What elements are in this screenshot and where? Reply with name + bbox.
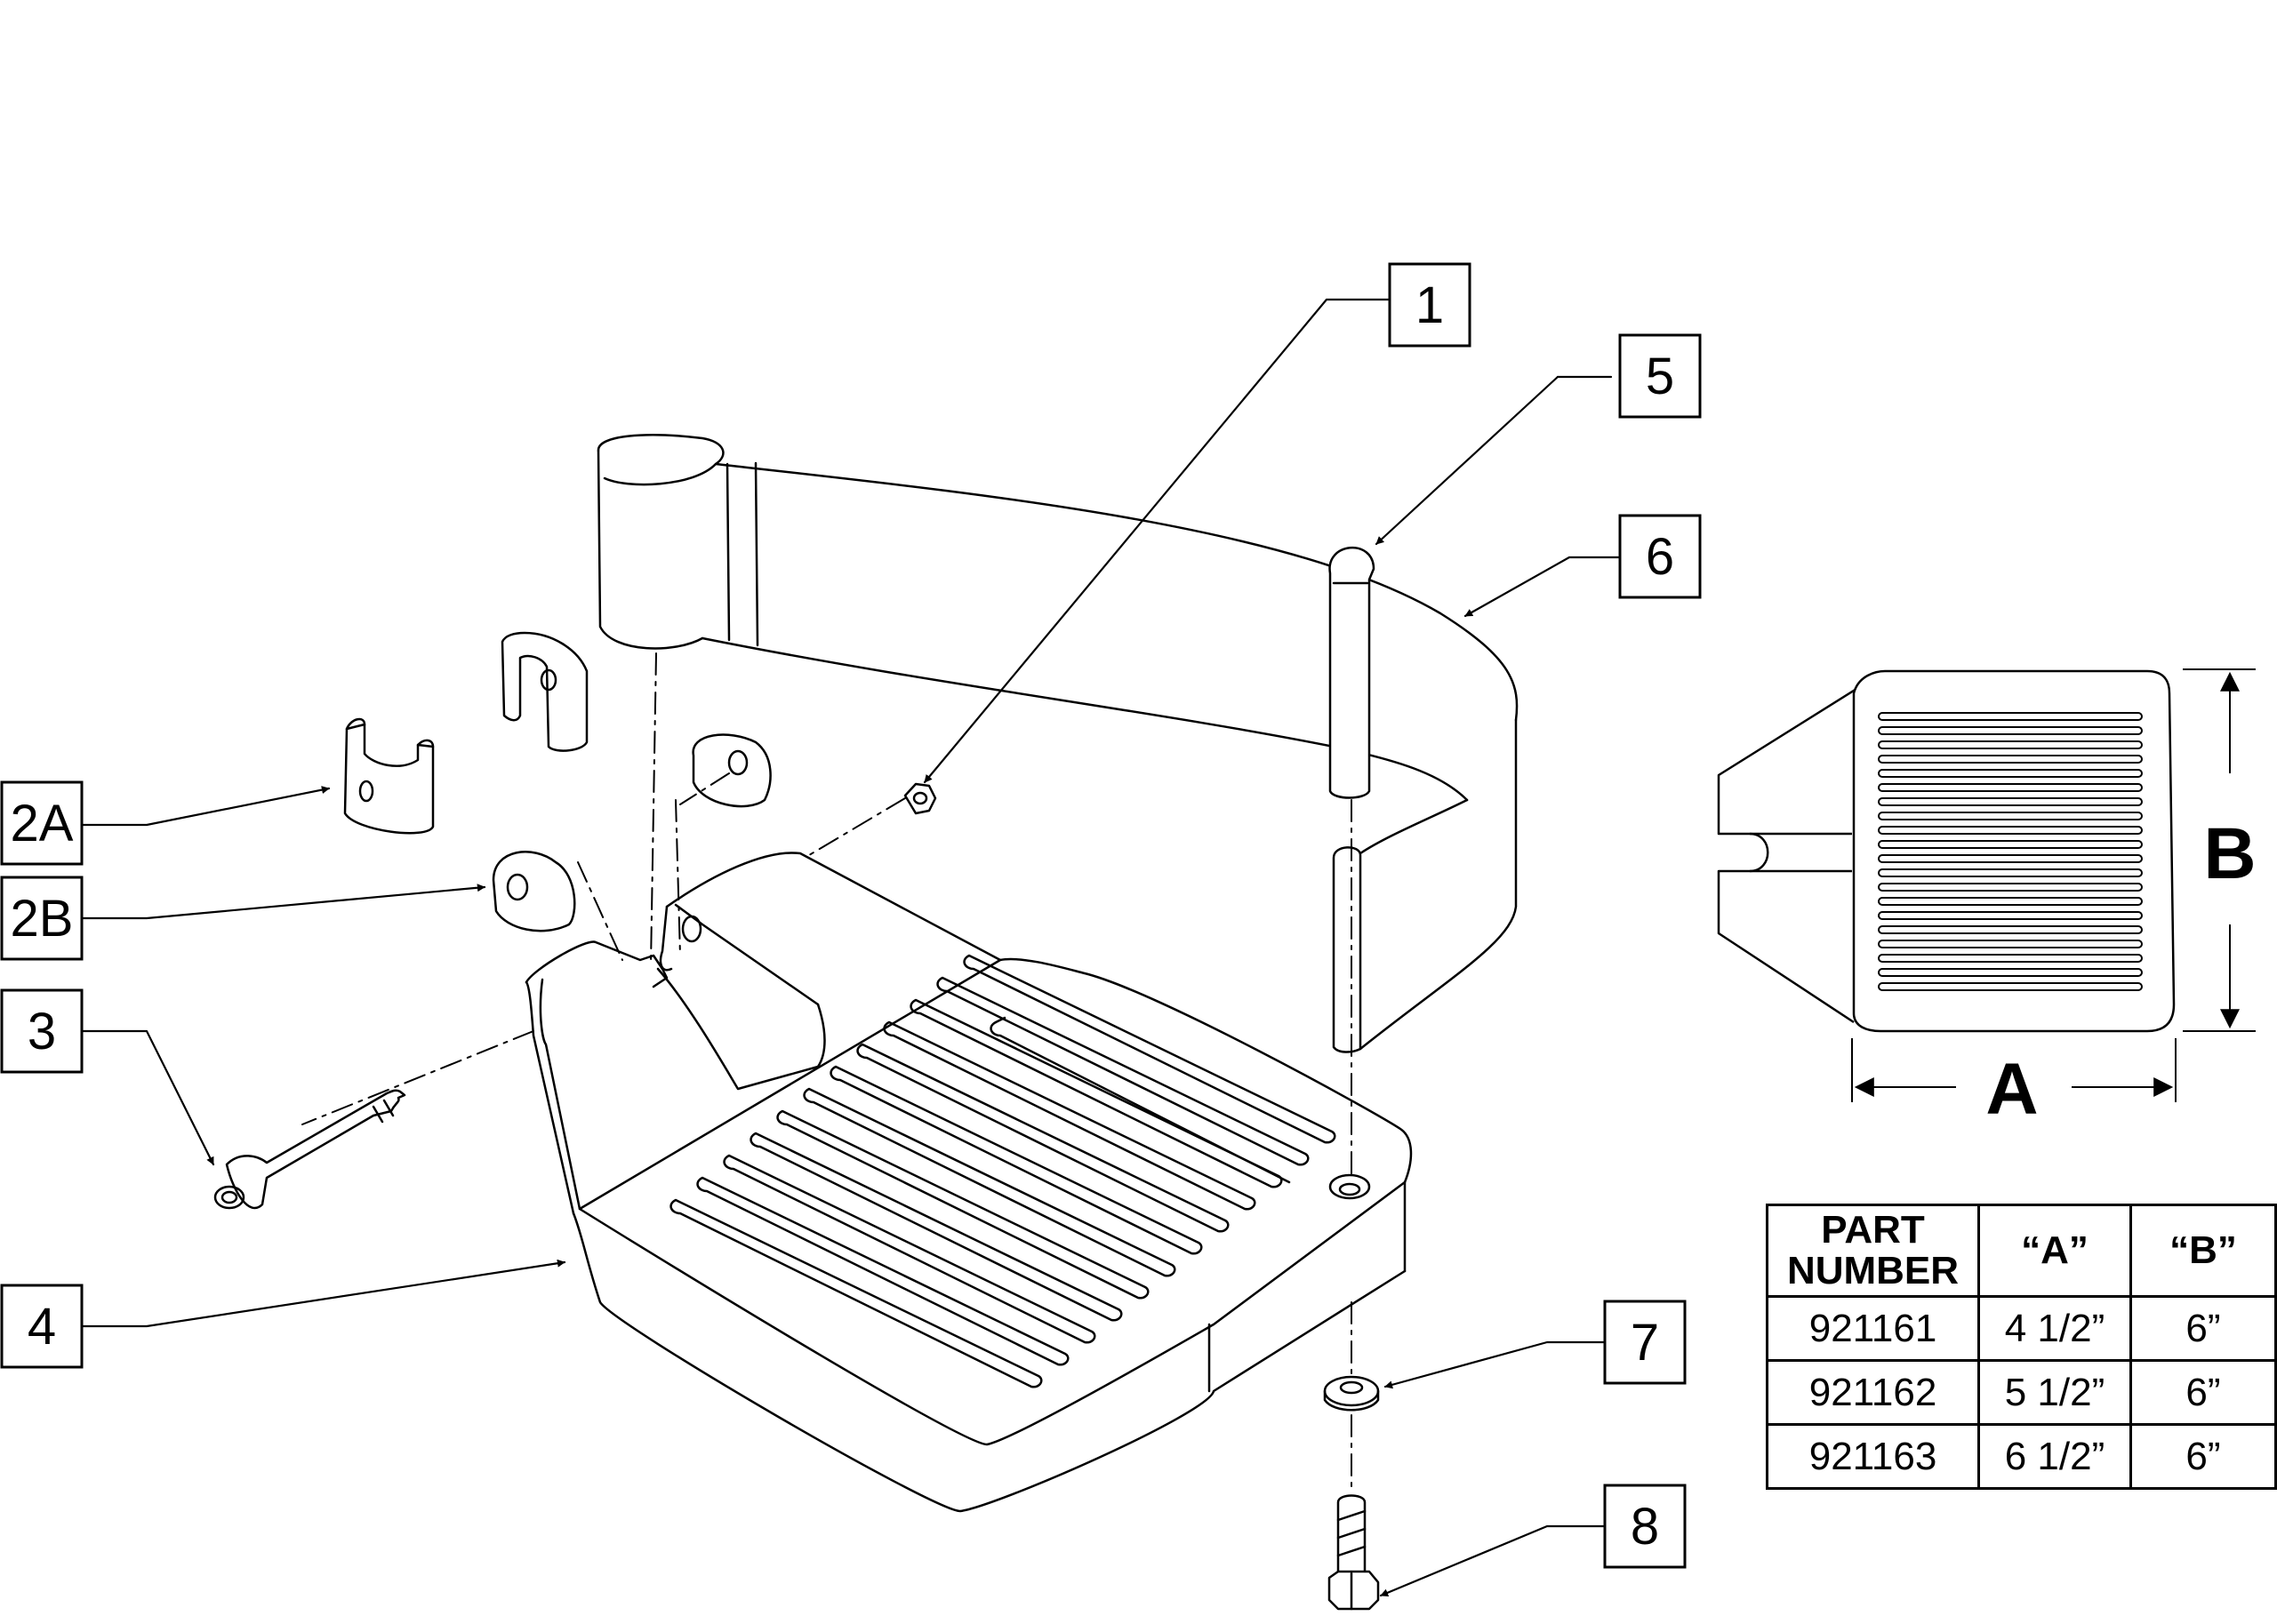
footplate: [525, 852, 1413, 1513]
callout-7: 7: [1603, 1300, 1687, 1385]
cell-part: 921162: [1765, 1359, 1981, 1426]
dimension-a: [1851, 1038, 2177, 1102]
cell-b: 6”: [2129, 1423, 2277, 1490]
dimension-b: [2183, 668, 2256, 1032]
callout-4-label: 4: [28, 1298, 56, 1356]
cell-a: 4 1/2”: [1977, 1295, 2132, 1362]
header-part-line1: PART: [1821, 1208, 1925, 1252]
callout-6: 6: [1618, 514, 1702, 599]
nut: [903, 782, 937, 815]
callout-6-label: 6: [1646, 528, 1674, 586]
callout-2a: 2A: [0, 780, 84, 866]
table-row: 921162 5 1/2” 6”: [1765, 1359, 2277, 1426]
callout-8: 8: [1603, 1484, 1687, 1569]
cell-a: 5 1/2”: [1977, 1359, 2132, 1426]
table-row: 921161 4 1/2” 6”: [1765, 1295, 2277, 1362]
callout-1-label: 1: [1415, 276, 1444, 334]
clip-2a: [343, 717, 435, 835]
callout-2b: 2B: [0, 876, 84, 961]
assembly-centerlines: [301, 652, 1352, 1494]
clip-upper: [501, 631, 589, 752]
callout-2b-label: 2B: [11, 890, 74, 948]
cell-a: 6 1/2”: [1977, 1423, 2132, 1490]
callout-2a-label: 2A: [11, 795, 74, 852]
dimension-b-label: B: [2203, 813, 2256, 894]
callout-3: 3: [0, 988, 84, 1074]
callout-1: 1: [1388, 262, 1471, 348]
cell-b: 6”: [2129, 1295, 2277, 1362]
table-row: 921163 6 1/2” 6”: [1765, 1423, 2277, 1490]
pivot-block-upper: [692, 733, 772, 808]
hex-bolt: [1327, 1494, 1380, 1611]
header-part-number: PART NUMBER: [1765, 1204, 1981, 1298]
header-part-line2: NUMBER: [1786, 1249, 1960, 1292]
table-header-row: PART NUMBER “A” “B”: [1765, 1204, 2277, 1298]
callout-boxes: 1 5 6 2A 2B 3 4 7: [0, 262, 1702, 1569]
callout-3-label: 3: [28, 1003, 56, 1060]
callout-8-label: 8: [1631, 1498, 1659, 1556]
dimension-a-label: A: [1985, 1049, 2038, 1130]
callout-4: 4: [0, 1284, 84, 1369]
washer: [1323, 1375, 1380, 1412]
leader-lines: [76, 298, 1622, 1597]
top-view-grooves: [1878, 712, 2143, 991]
pin: [1328, 547, 1375, 799]
cell-part: 921163: [1765, 1423, 1981, 1490]
callout-5: 5: [1618, 333, 1702, 419]
pivot-block-2b: [492, 851, 576, 932]
tread-grooves: [669, 954, 1336, 1388]
callout-7-label: 7: [1631, 1314, 1659, 1372]
long-bolt: [213, 1089, 406, 1210]
cell-b: 6”: [2129, 1359, 2277, 1426]
part-number-table: PART NUMBER “A” “B” 921161 4 1/2” 6” 921…: [1765, 1204, 2277, 1490]
footplate-top-view: [1717, 668, 2256, 1102]
header-a: “A”: [1977, 1204, 2132, 1298]
callout-5-label: 5: [1646, 348, 1674, 405]
header-b: “B”: [2129, 1204, 2277, 1298]
cell-part: 921161: [1765, 1295, 1981, 1362]
calf-strap: [597, 434, 1519, 1053]
